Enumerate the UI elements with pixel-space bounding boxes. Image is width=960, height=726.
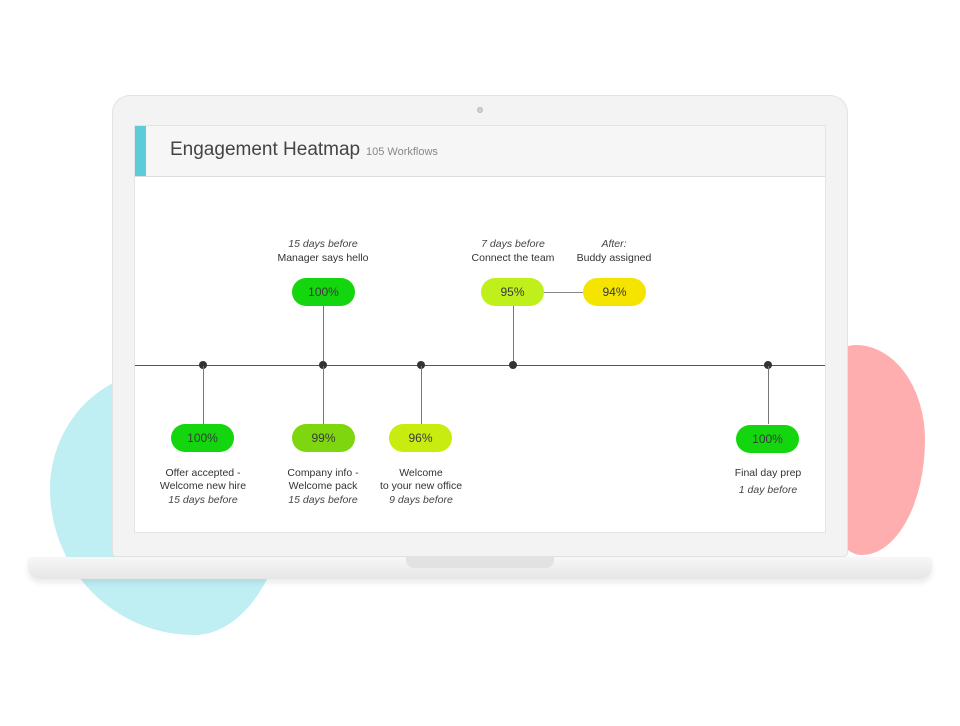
node-connector (323, 366, 324, 424)
node-label: Manager says hello (277, 252, 369, 264)
timeline-dot (764, 361, 772, 369)
node-timing: 7 days before (481, 238, 545, 250)
workflow-node-final-day-prep[interactable]: 100% (736, 425, 799, 453)
laptop-base (28, 557, 932, 579)
timeline-dot (509, 361, 517, 369)
node-label: Company info - (287, 467, 359, 479)
node-connector (203, 366, 204, 424)
page-title: Engagement Heatmap (170, 139, 361, 160)
timeline-dot (319, 361, 327, 369)
node-label: Final day prep (734, 467, 802, 479)
node-label: Connect the team (471, 252, 555, 264)
workflow-node-offer-accepted[interactable]: 100% (171, 424, 234, 452)
page-header: Engagement Heatmap 105 Workflows (135, 126, 825, 177)
node-timing: 15 days before (168, 494, 238, 506)
camera-icon (477, 107, 483, 113)
node-connector (323, 306, 324, 365)
node-label-secondary: Welcome pack (288, 480, 358, 492)
timeline-axis (135, 365, 825, 366)
node-label: Offer accepted - (165, 467, 241, 479)
branch-connector (544, 292, 583, 293)
accent-bar (135, 126, 146, 176)
timeline-dot (417, 361, 425, 369)
workflow-node-manager-says-hello[interactable]: 100% (292, 278, 355, 306)
node-label: Buddy assigned (576, 252, 652, 264)
node-label-secondary: to your new office (379, 480, 463, 492)
node-timing: 1 day before (738, 484, 798, 496)
node-timing: 9 days before (389, 494, 453, 506)
workflow-node-buddy-assigned[interactable]: 94% (583, 278, 646, 306)
workflow-count: 105 Workflows (366, 146, 438, 158)
node-timing: 15 days before (288, 494, 358, 506)
workflow-node-connect-the-team[interactable]: 95% (481, 278, 544, 306)
node-connector (513, 306, 514, 365)
laptop-notch (406, 557, 554, 568)
node-connector (768, 366, 769, 424)
node-timing: 15 days before (288, 238, 358, 250)
node-connector (421, 366, 422, 424)
node-label: Welcome (399, 467, 443, 479)
workflow-node-welcome-office[interactable]: 96% (389, 424, 452, 452)
laptop-screen: Engagement Heatmap 105 Workflows 15 days… (134, 125, 826, 533)
node-label-secondary: Welcome new hire (159, 480, 247, 492)
node-timing: After: (601, 238, 627, 250)
timeline-dot (199, 361, 207, 369)
workflow-node-company-info[interactable]: 99% (292, 424, 355, 452)
